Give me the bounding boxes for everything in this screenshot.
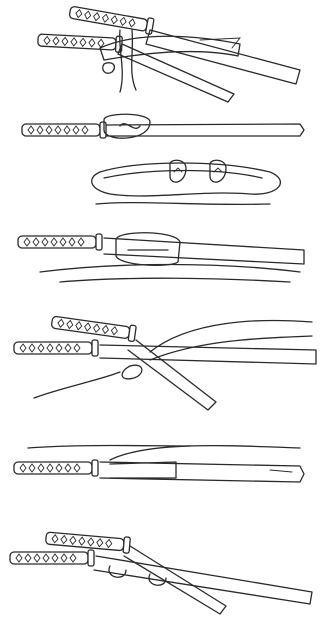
panel-step-5 [14,446,304,483]
panel-step-4 [14,314,316,410]
panel-step-6 [10,530,312,614]
panel-step-2 [22,114,304,204]
panel-step-1 [38,4,300,102]
panel-step-3 [18,233,304,282]
